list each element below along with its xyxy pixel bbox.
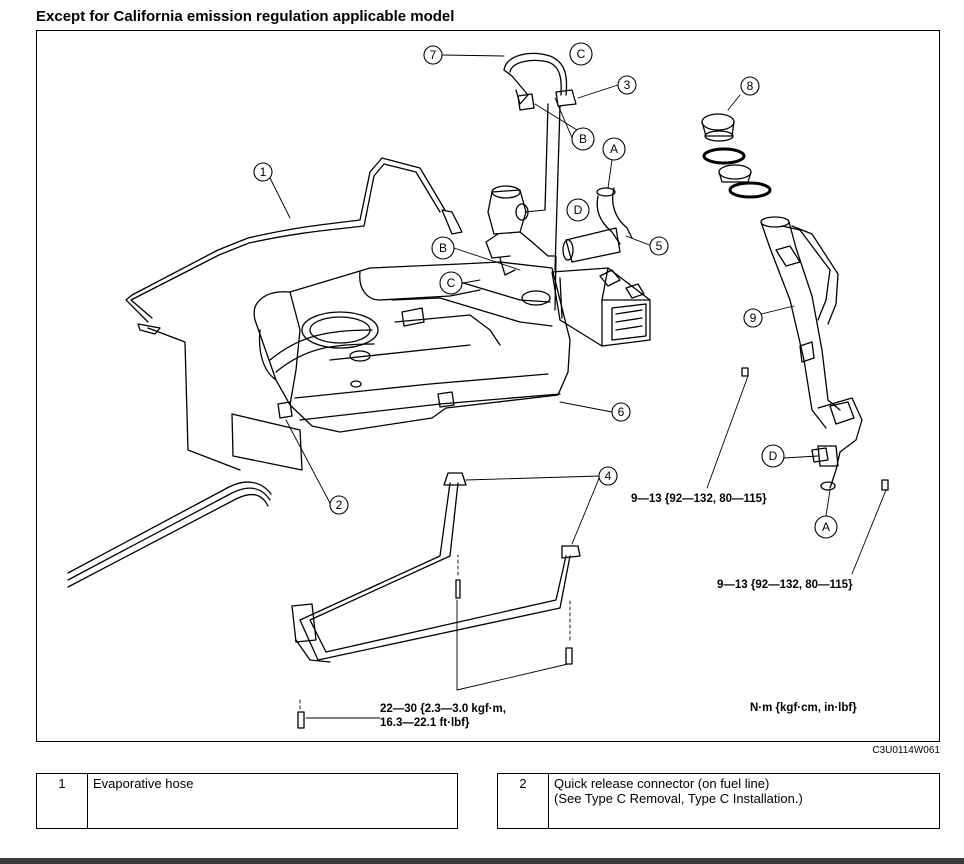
tank-straps xyxy=(291,472,581,663)
callout-b-upper: B xyxy=(579,132,587,146)
callout-c-lower: C xyxy=(447,276,456,290)
table-row: 2 Quick release connector (on fuel line)… xyxy=(497,773,940,829)
bracket-torque-line2: 16.3—22.1 ft·lbf} xyxy=(380,717,470,729)
torque-specs: 22—30 {2.3—3.0 kgf·m, 16.3—22.1 ft·lbf} … xyxy=(380,493,857,729)
filler-pipe xyxy=(760,216,863,491)
callout-circles xyxy=(253,42,838,539)
legend-line: (See Type C Removal, Type C Installation… xyxy=(554,791,803,806)
callout-4: 4 xyxy=(605,469,612,483)
evaporative-hose xyxy=(125,157,463,335)
callout-b-lower: B xyxy=(439,241,447,255)
callout-d-lower: D xyxy=(769,449,778,463)
diagram-frame xyxy=(36,30,940,742)
callout-5: 5 xyxy=(656,239,663,253)
filler-torque-upper: 9—13 {92—132, 80—115} xyxy=(631,493,767,505)
callout-6: 6 xyxy=(618,405,625,419)
units-label: N·m {kgf·cm, in·lbf} xyxy=(750,702,857,714)
vent-hose xyxy=(503,52,577,271)
charcoal-canister xyxy=(551,267,651,347)
bottom-bar xyxy=(0,858,964,864)
legend-line: Quick release connector (on fuel line) xyxy=(554,776,770,791)
legend-table-1: 1 Evaporative hose xyxy=(36,773,458,829)
page-title: Except for California emission regulatio… xyxy=(36,8,455,25)
callout-7: 7 xyxy=(430,48,437,62)
callout-labels: 1 2 3 4 5 6 7 8 9 A A B B C C D D xyxy=(260,47,830,534)
legend-table-2: 2 Quick release connector (on fuel line)… xyxy=(497,773,940,829)
callout-3: 3 xyxy=(624,78,631,92)
callout-8: 8 xyxy=(747,79,754,93)
bolts xyxy=(277,367,889,729)
callout-c-upper: C xyxy=(577,47,586,61)
legend-description: Quick release connector (on fuel line) (… xyxy=(548,773,940,829)
legend-description: Evaporative hose xyxy=(87,773,458,829)
callout-9: 9 xyxy=(750,311,757,325)
callout-d-upper: D xyxy=(574,203,583,217)
legend-number: 2 xyxy=(497,773,549,829)
bracket-torque-line1: 22—30 {2.3—3.0 kgf·m, xyxy=(380,703,506,715)
filler-torque-lower: 9—13 {92—132, 80—115} xyxy=(717,579,853,591)
filler-cap xyxy=(701,113,772,199)
callout-1: 1 xyxy=(260,165,267,179)
callout-a-upper: A xyxy=(610,142,618,156)
fuel-line xyxy=(67,327,303,588)
figure-code: C3U0114W061 xyxy=(872,745,940,756)
filler-hose xyxy=(562,187,633,263)
callout-2: 2 xyxy=(336,498,343,512)
leader-lines xyxy=(269,54,887,719)
fuel-tank xyxy=(253,261,571,433)
legend-number: 1 xyxy=(36,773,88,829)
legend-line: Evaporative hose xyxy=(93,776,194,791)
callout-a-lower: A xyxy=(822,520,830,534)
table-row: 1 Evaporative hose xyxy=(36,773,458,829)
